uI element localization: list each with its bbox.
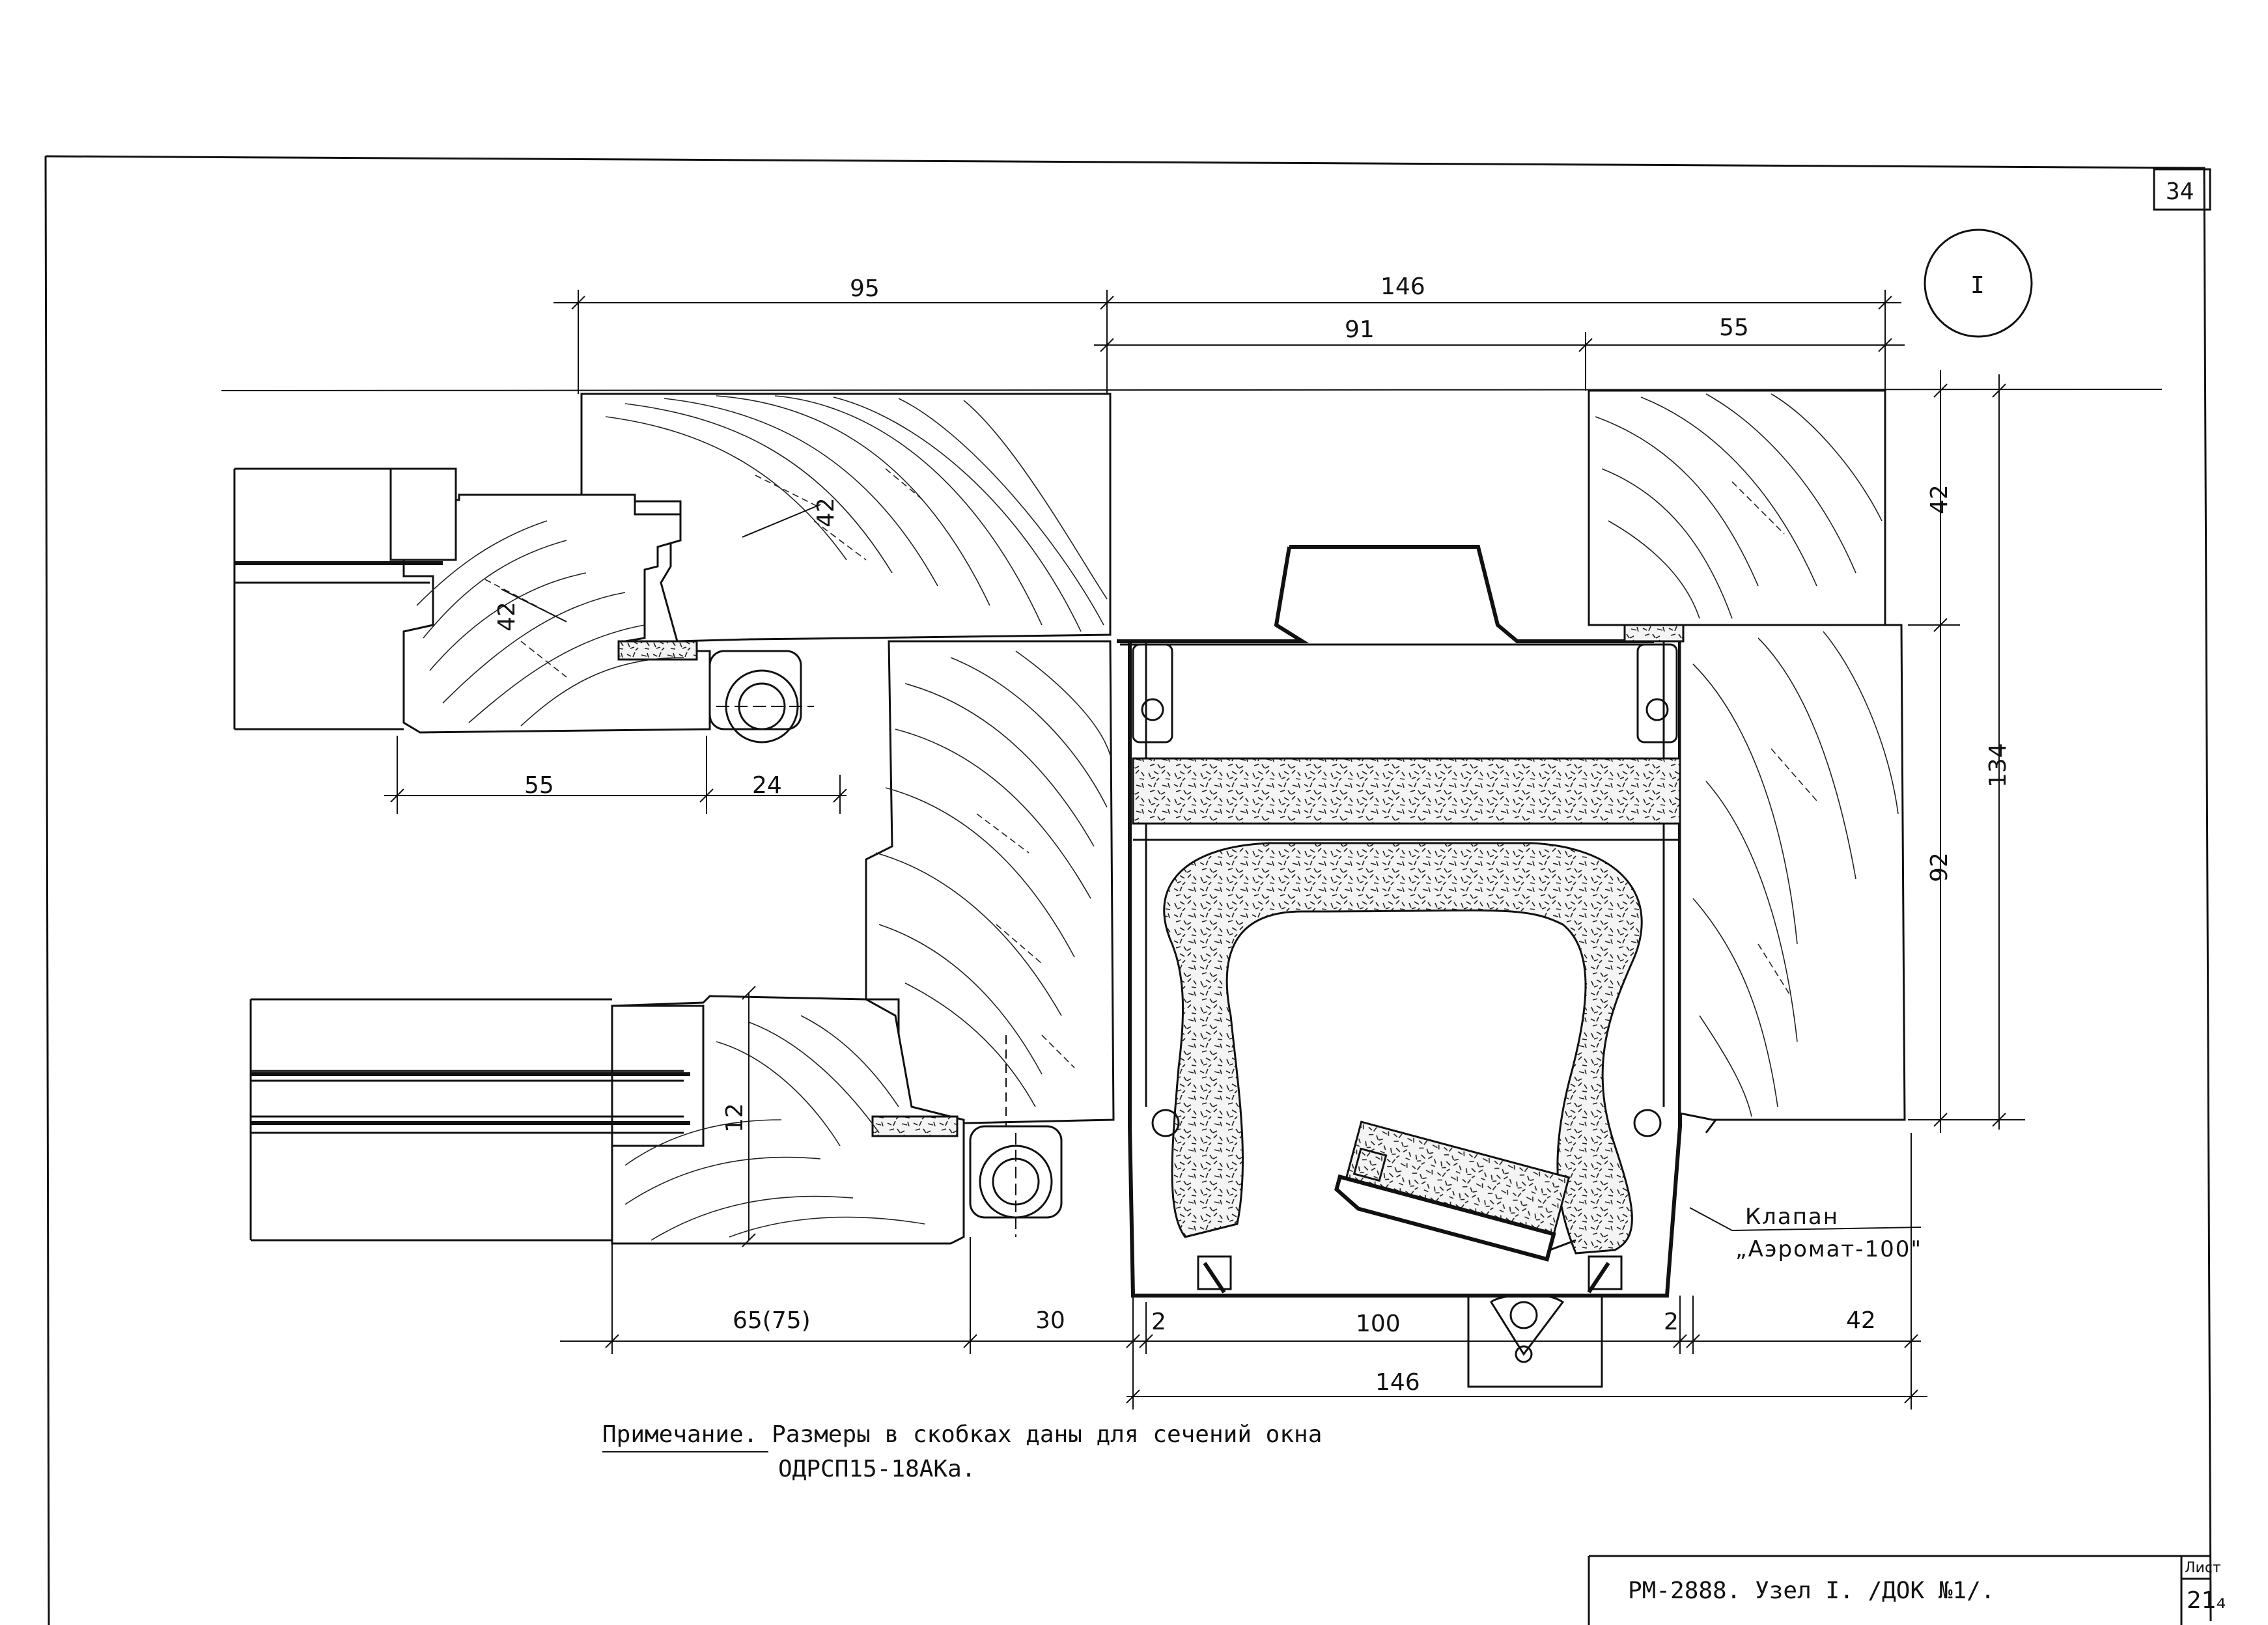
note-text: Размеры в скобках даны для сечений окна	[757, 1421, 1322, 1448]
title-text: РМ-2888. Узел I. /ДОК №1/.	[1628, 1577, 1995, 1604]
lower-sash-profile	[249, 986, 1063, 1247]
right-dimensions	[221, 370, 2163, 1133]
valve-label-line1: Клапан	[1745, 1204, 1839, 1230]
dim-sash-42-a: 42	[813, 497, 839, 527]
svg-text:I: I	[1970, 272, 1985, 299]
dim-top-146: 146	[1380, 273, 1425, 300]
dim-lower-sash-12: 12	[721, 1103, 748, 1133]
bottom-dimensions	[560, 1133, 1927, 1410]
dim-top-95: 95	[850, 275, 880, 302]
dim-bottom-42: 42	[1846, 1307, 1876, 1334]
dim-right-42: 42	[1926, 484, 1953, 514]
page-number: 34	[2166, 178, 2194, 205]
sheet-number: 21₄	[2187, 1587, 2226, 1614]
valve-callout	[1689, 1207, 1922, 1231]
right-frame-profile	[1588, 389, 1906, 1133]
valve-channel	[1117, 545, 1682, 1388]
dim-top-55: 55	[1719, 314, 1749, 341]
dim-right-134: 134	[1985, 743, 2011, 788]
dim-bottom-2-left: 2	[1151, 1309, 1166, 1335]
valve-label-line2: „Аэромат-100"	[1735, 1236, 1922, 1262]
dim-bottom-100: 100	[1356, 1311, 1401, 1337]
upper-frame-profile	[233, 393, 1112, 743]
dim-sash-55: 55	[524, 772, 554, 799]
upper-sash-dimensions	[384, 736, 847, 814]
sheet-label: Лист	[2185, 1560, 2221, 1576]
middle-frame-profile	[865, 640, 1115, 1126]
dim-bottom-146: 146	[1375, 1369, 1420, 1396]
dim-bottom-30: 30	[1035, 1307, 1065, 1334]
dim-right-92: 92	[1926, 852, 1953, 882]
sheet-frame	[44, 155, 2212, 1625]
note-prefix: Примечание.	[602, 1421, 757, 1448]
dim-sash-42-b: 42	[494, 602, 520, 632]
top-dimensions	[553, 290, 1905, 407]
title-block	[1588, 1555, 2211, 1625]
dim-top-91: 91	[1345, 316, 1375, 343]
dim-bottom-2-right: 2	[1664, 1309, 1679, 1335]
dim-sash-24: 24	[752, 772, 782, 799]
note-line2: ОДРСП15-18АКа.	[778, 1456, 975, 1482]
dim-bottom-65-75: 65(75)	[733, 1307, 811, 1334]
node-marker: I	[1924, 229, 2033, 338]
note-line1: Примечание. Размеры в скобках даны для с…	[602, 1421, 1322, 1448]
